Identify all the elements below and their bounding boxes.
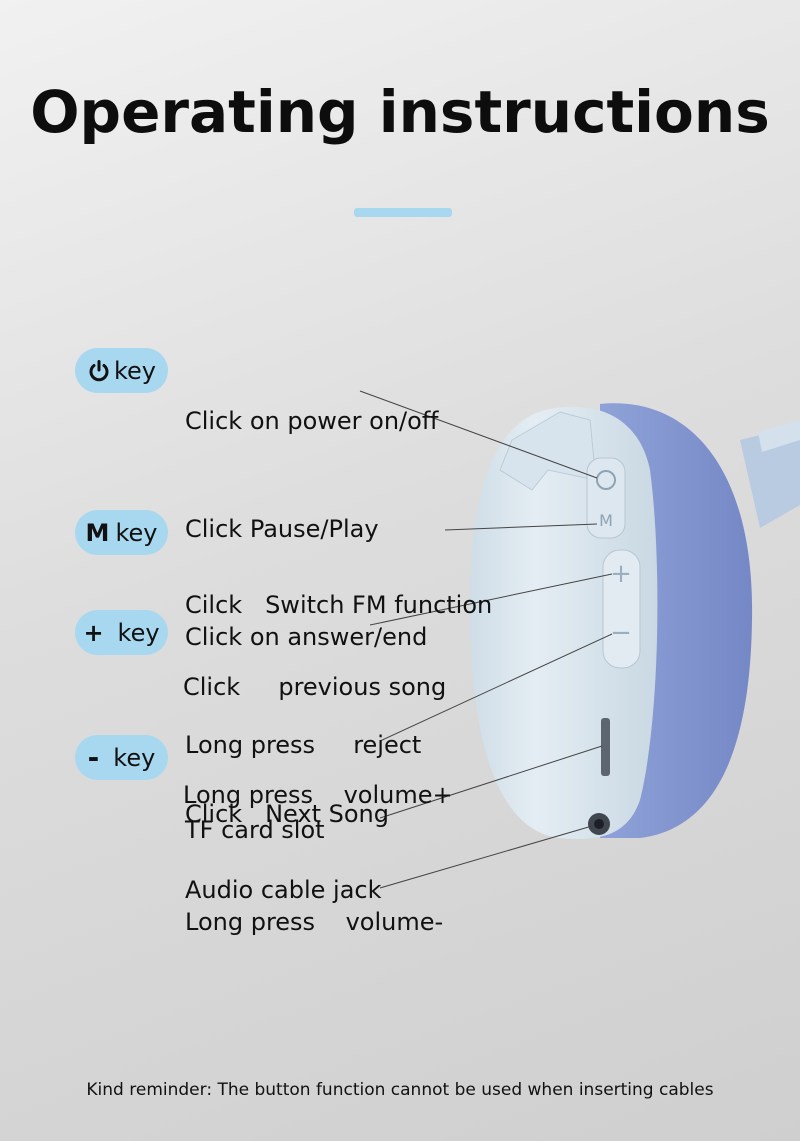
description-line: Click previous song	[183, 673, 447, 701]
m-key-label: key	[115, 518, 158, 547]
minus-key-symbol: -	[87, 741, 100, 774]
tf-card-slot	[601, 718, 610, 776]
plus-button-icon: +	[610, 559, 632, 589]
page-title: Operating instructions	[30, 78, 770, 146]
power-button-icon	[596, 470, 616, 490]
tf-card-slot-label: TF card slot	[185, 816, 325, 844]
power-key-pill: key	[75, 348, 168, 393]
headband-highlight	[758, 420, 800, 452]
plus-key-symbol: +	[83, 618, 104, 647]
description-line: Cilck Switch FM function	[185, 591, 493, 619]
headband	[740, 425, 800, 528]
m-key-symbol: M	[85, 518, 110, 547]
plus-key-description: Click previous song Long press volume+	[183, 597, 453, 849]
audio-jack-hole	[594, 819, 604, 829]
description-line: Long press volume-	[185, 908, 444, 936]
minus-button-icon: −	[610, 618, 632, 648]
minus-key-description: Click Next Song Long press volume-	[185, 724, 443, 976]
description-line: Click on answer/end	[185, 623, 428, 651]
mode-button-icon: M	[599, 511, 613, 530]
description-line: Click Pause/Play	[185, 515, 379, 543]
description-line: Click on power on/off	[185, 407, 439, 435]
m-key-description: Cilck Switch FM function	[185, 515, 492, 659]
audio-cable-jack-label: Audio cable jack	[185, 876, 382, 904]
minus-key-pill: - key	[75, 735, 168, 780]
power-key-description: Click on power on/off Click Pause/Play C…	[185, 331, 438, 799]
title-accent-bar	[354, 208, 452, 217]
description-line: Long press volume+	[183, 781, 453, 809]
plus-key-label: key	[117, 618, 160, 647]
plus-key-pill: + key	[75, 610, 168, 655]
kind-reminder: Kind reminder: The button function canno…	[86, 1080, 714, 1100]
minus-key-label: key	[113, 743, 156, 772]
m-key-pill: M key	[75, 510, 168, 555]
power-key-label: key	[113, 356, 156, 385]
description-line: Long press reject	[185, 731, 422, 759]
power-icon	[89, 359, 109, 381]
description-line: Click Next Song	[185, 800, 389, 828]
